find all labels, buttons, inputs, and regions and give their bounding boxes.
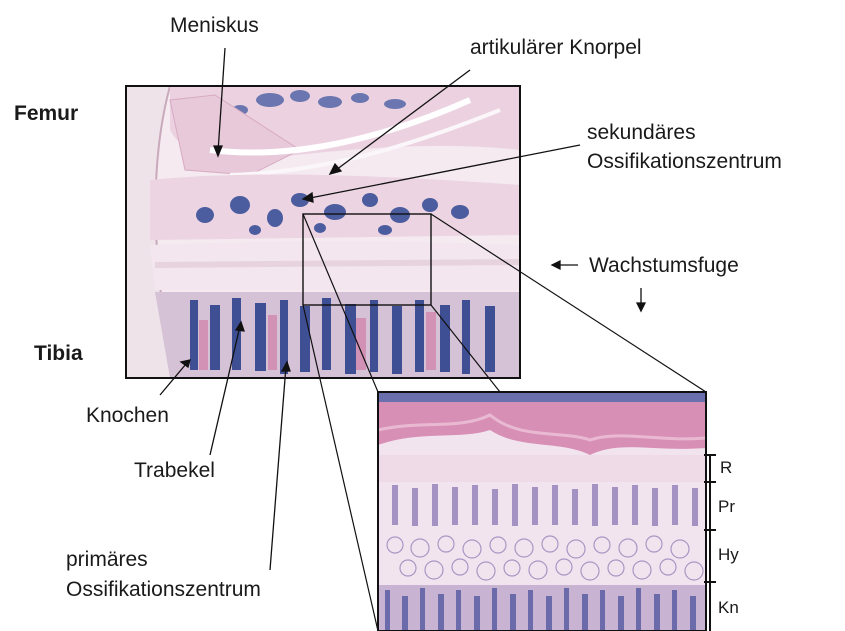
main-micrograph — [126, 86, 520, 378]
sekundares-label-line2: Ossifikationszentrum — [587, 150, 782, 174]
primares-pointer — [270, 366, 286, 570]
primares-label-line2: Ossifikationszentrum — [66, 578, 261, 602]
wachstumsfuge-label: Wachstumsfuge — [589, 254, 739, 278]
inset-micrograph — [378, 392, 706, 631]
femur-label: Femur — [14, 102, 78, 126]
tibia-label: Tibia — [34, 342, 83, 366]
zone-label-resting: R — [720, 458, 732, 478]
zone-label-proliferative: Pr — [718, 497, 735, 517]
artikularer-knorpel-label: artikulärer Knorpel — [470, 36, 642, 60]
meniskus-label: Meniskus — [170, 14, 259, 38]
sekundares-label-line1: sekundäres — [587, 121, 696, 145]
knochen-label: Knochen — [86, 404, 169, 428]
zone-label-hypertrophic: Hy — [718, 545, 739, 565]
zone-label-ossification: Kn — [718, 598, 739, 618]
trabekel-label: Trabekel — [134, 459, 215, 483]
primares-label-line1: primäres — [66, 548, 148, 572]
